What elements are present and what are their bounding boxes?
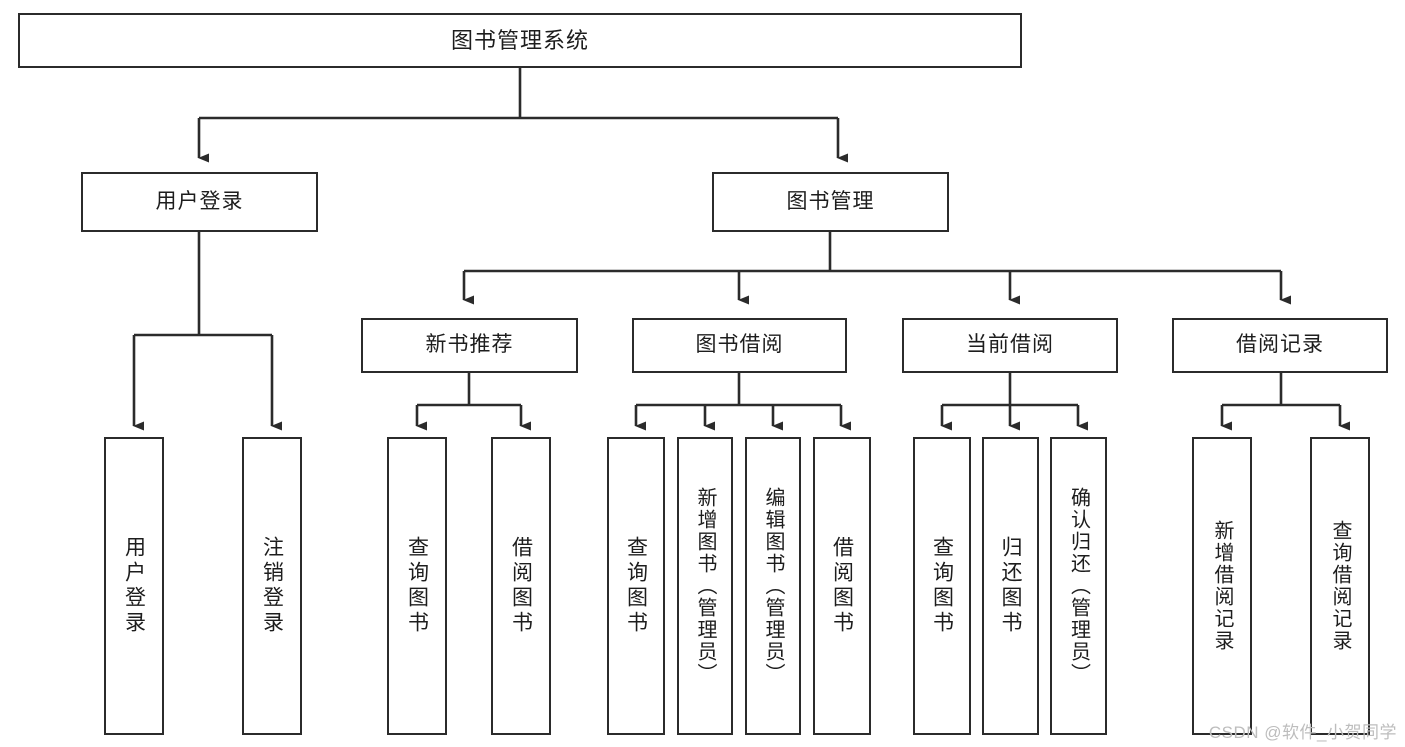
node-label: 编辑图书（管理员） (762, 487, 784, 685)
leaf-borrow-record-add[interactable]: 新增借阅记录 (1192, 437, 1252, 735)
node-label: 查询图书 (405, 536, 429, 636)
node-label: 注销登录 (260, 536, 284, 636)
node-label: 查询图书 (930, 536, 954, 636)
node-label: 归还图书 (999, 536, 1022, 636)
leaf-book-borrow-borrow[interactable]: 借阅图书 (813, 437, 871, 735)
node-current-borrow[interactable]: 当前借阅 (902, 318, 1118, 373)
leaf-new-book-query[interactable]: 查询图书 (387, 437, 447, 735)
csdn-watermark: CSDN @软件_小贺同学 (1208, 723, 1397, 742)
leaf-current-borrow-return[interactable]: 归还图书 (982, 437, 1039, 735)
leaf-user-login-login[interactable]: 用户登录 (104, 437, 164, 735)
node-root-system[interactable]: 图书管理系统 (18, 13, 1022, 68)
node-label: 借阅图书 (509, 536, 533, 636)
leaf-book-borrow-query[interactable]: 查询图书 (607, 437, 665, 735)
leaf-user-login-logout[interactable]: 注销登录 (242, 437, 302, 735)
leaf-current-borrow-confirm-return[interactable]: 确认归还（管理员） (1050, 437, 1107, 735)
node-borrow-record[interactable]: 借阅记录 (1172, 318, 1388, 373)
node-label: 新增借阅记录 (1211, 520, 1233, 652)
node-label: 新增图书（管理员） (694, 487, 716, 685)
node-label: 确认归还（管理员） (1067, 487, 1090, 685)
node-label: 用户登录 (155, 189, 244, 213)
leaf-new-book-borrow[interactable]: 借阅图书 (491, 437, 551, 735)
node-user-login[interactable]: 用户登录 (81, 172, 318, 232)
node-label: 借阅图书 (830, 536, 854, 636)
node-label: 新书推荐 (425, 333, 514, 357)
leaf-book-borrow-add[interactable]: 新增图书（管理员） (677, 437, 733, 735)
node-label: 借阅记录 (1236, 333, 1324, 357)
node-label: 图书借阅 (695, 333, 784, 357)
leaf-current-borrow-query[interactable]: 查询图书 (913, 437, 971, 735)
node-label: 查询借阅记录 (1329, 520, 1351, 652)
node-book-manage[interactable]: 图书管理 (712, 172, 949, 232)
leaf-borrow-record-query[interactable]: 查询借阅记录 (1310, 437, 1370, 735)
node-label: 图书管理系统 (450, 27, 589, 53)
node-label: 图书管理 (786, 189, 875, 213)
node-book-borrow[interactable]: 图书借阅 (632, 318, 847, 373)
node-label: 当前借阅 (966, 333, 1054, 357)
node-label: 查询图书 (624, 536, 648, 636)
leaf-book-borrow-edit[interactable]: 编辑图书（管理员） (745, 437, 801, 735)
node-new-book-recommend[interactable]: 新书推荐 (361, 318, 578, 373)
node-label: 用户登录 (122, 536, 146, 636)
